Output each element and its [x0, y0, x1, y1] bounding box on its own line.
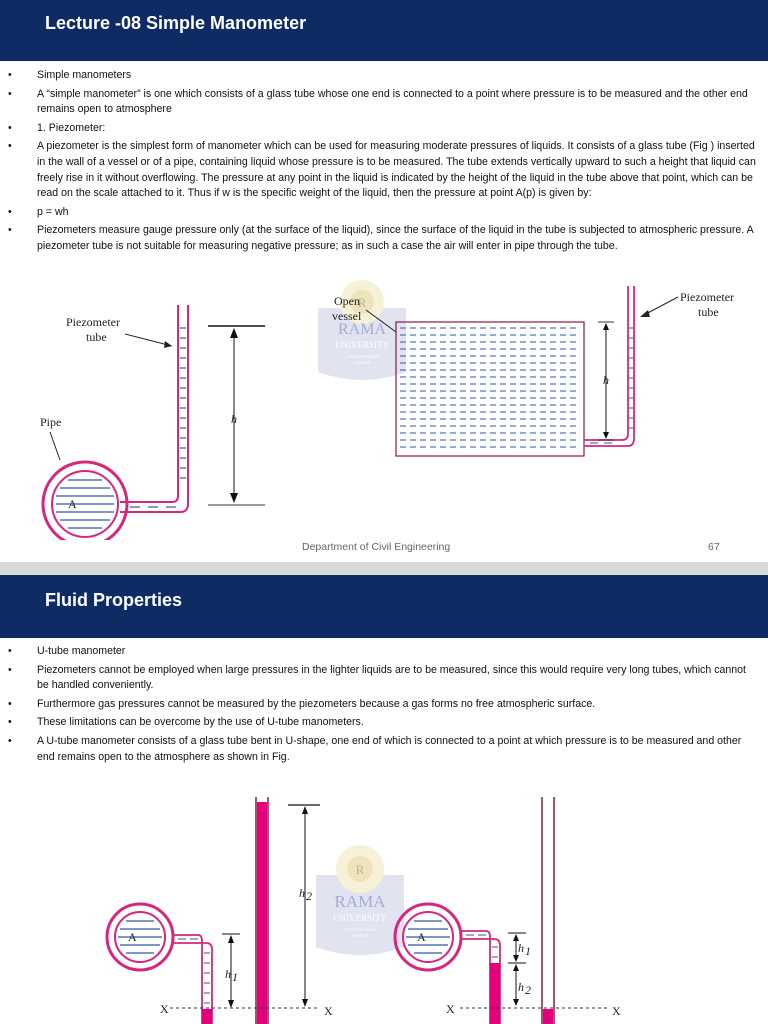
- u-tube-left-liquid: [178, 938, 210, 1004]
- h1-label: h: [225, 967, 231, 981]
- pipe-outer-wall: [41, 460, 129, 540]
- tube-liquid: [130, 327, 186, 508]
- piezometer-tube-label-2: tube: [86, 330, 107, 344]
- watermark-name: RAMA: [334, 892, 386, 911]
- height-arrow-top: [230, 328, 238, 338]
- u-tube-right-liquid: [466, 934, 498, 958]
- h1-right-label: h: [518, 941, 524, 955]
- slide-2: Fluid Properties U-tube manometer Piezom…: [0, 575, 768, 1024]
- u-tube-right: A h 1 h 2 X: [393, 797, 621, 1024]
- watermark-place: UTTAR PRADESH: [343, 927, 377, 932]
- vessel-tube-liquid: [590, 327, 633, 444]
- pipe-label-leader: [49, 431, 61, 461]
- footer-department: Department of Civil Engineering: [302, 541, 451, 553]
- datum-label-x: X: [446, 1002, 455, 1016]
- pipe-right-outer: [393, 902, 463, 972]
- piezometer-figures: R RAMA UNIVERSITY UTTAR PRADESH KANPUR: [40, 280, 734, 540]
- slide-2-header: Fluid Properties: [0, 575, 768, 638]
- datum-label-x: X: [160, 1002, 169, 1016]
- tube-label-leader: [124, 333, 173, 347]
- footer-page-number: 67: [708, 541, 720, 553]
- point-a-left: A: [128, 930, 137, 944]
- datum-label-x: X: [612, 1004, 621, 1018]
- h1-right-subscript: 1: [525, 944, 531, 958]
- height-arrow-bottom: [230, 493, 238, 503]
- u-tube-left-wall-1: [172, 934, 203, 1024]
- piezometer-tube-outer: [120, 305, 179, 503]
- vessel-tube-label-2: tube: [698, 305, 719, 319]
- h2-right-label: h: [518, 980, 524, 994]
- slide-1-title: Lecture -08 Simple Manometer: [45, 13, 307, 33]
- mercury-right-open-limb: [543, 1009, 553, 1024]
- slide-1-header: Lecture -08 Simple Manometer: [0, 0, 768, 61]
- vessel-tube-outer: [584, 286, 629, 441]
- mercury-left-limb: [202, 1009, 212, 1024]
- slide-2-title: Fluid Properties: [45, 590, 183, 610]
- watermark-initial: R: [356, 862, 365, 877]
- watermark-name: RAMA: [338, 321, 386, 338]
- bullet-item: Furthermore gas pressures cannot be meas…: [0, 697, 768, 713]
- bullet-item: A “simple manometer” is one which consis…: [0, 87, 768, 118]
- vessel-tube-label-1: Piezometer: [680, 290, 734, 304]
- tube-label-arrowhead: [164, 341, 172, 348]
- open-vessel-label-2: vessel: [332, 309, 362, 323]
- watermark-sub: UNIVERSITY: [333, 913, 387, 923]
- pipe-label: Pipe: [40, 415, 61, 429]
- pipe-right-liquid: [406, 920, 450, 954]
- vessel-height-label: h: [603, 373, 609, 387]
- point-a-label: A: [68, 497, 77, 511]
- bullet-item: Piezometers cannot be employed when larg…: [0, 663, 768, 694]
- pipe-liquid: [56, 479, 114, 529]
- vessel-wall: [395, 321, 585, 457]
- piezometer-tube-inner: [120, 305, 189, 513]
- slide-1: Lecture -08 Simple Manometer Simple mano…: [0, 0, 768, 562]
- slide-separator: [0, 562, 768, 575]
- watermark-city: KANPUR: [352, 933, 369, 938]
- datum-label-x: X: [324, 1004, 333, 1018]
- vessel-liquid: [400, 327, 580, 448]
- vessel-piezometer-figure: Open vessel Piezometer tube h: [332, 286, 734, 457]
- vessel-height-arrow-bottom: [603, 432, 609, 439]
- u-tube-left: A h 1 h 2: [105, 797, 333, 1024]
- u-tube-right-wall-1: [460, 930, 491, 1024]
- open-vessel-label-1: Open: [334, 294, 360, 308]
- university-watermark: R RAMA UNIVERSITY UTTAR PRADESH KANPUR: [318, 280, 406, 380]
- bullet-item: 1. Piezometer:: [0, 121, 768, 137]
- piezometer-tube-label-1: Piezometer: [66, 315, 120, 329]
- bullet-item: U-tube manometer: [0, 644, 768, 660]
- height-label: h: [231, 412, 237, 426]
- vessel-height-arrow-top: [603, 323, 609, 330]
- h2-label: h: [299, 886, 305, 900]
- pipe-left-outer: [105, 902, 175, 972]
- bullet-item: A U-tube manometer consists of a glass t…: [0, 734, 768, 765]
- mercury-right-limb: [257, 802, 267, 1024]
- h2-subscript: 2: [306, 889, 312, 903]
- bullet-item: These limitations can be overcome by the…: [0, 715, 768, 731]
- vessel-tube-arrowhead: [640, 310, 650, 317]
- university-watermark: R RAMA UNIVERSITY UTTAR PRADESH KANPUR: [316, 845, 404, 955]
- watermark-place: UTTAR PRADESH: [345, 354, 379, 359]
- vessel-tube-inner: [584, 286, 635, 447]
- bullet-item: p = wh: [0, 205, 768, 221]
- bullet-item: Simple manometers: [0, 68, 768, 84]
- vessel-label-leader: [365, 309, 397, 333]
- watermark-shield: [318, 308, 406, 380]
- u-tube-left-wall-2: [172, 942, 213, 1024]
- slide-1-bullets: Simple manometers A “simple manometer” i…: [0, 68, 768, 258]
- bullet-item: Piezometers measure gauge pressure only …: [0, 223, 768, 254]
- watermark-initial: R: [358, 295, 367, 310]
- point-a-right: A: [417, 930, 426, 944]
- u-tube-right-wall-2: [460, 938, 501, 1024]
- watermark-sub: UNIVERSITY: [335, 340, 389, 350]
- pipe-left-liquid: [118, 920, 162, 954]
- pipe-piezometer-figure: Piezometer tube Pipe A h: [40, 305, 265, 540]
- u-tube-figure: R RAMA UNIVERSITY UTTAR PRADESH KANPUR A: [105, 797, 621, 1024]
- mercury-right-left-limb: [490, 963, 500, 1024]
- h1-subscript: 1: [232, 970, 238, 984]
- watermark-city: KANPUR: [354, 360, 371, 365]
- watermark-shield: [316, 875, 404, 955]
- h2-right-subscript: 2: [525, 983, 531, 997]
- bullet-item: A piezometer is the simplest form of man…: [0, 139, 768, 201]
- slide-2-bullets: U-tube manometer Piezometers cannot be e…: [0, 644, 768, 768]
